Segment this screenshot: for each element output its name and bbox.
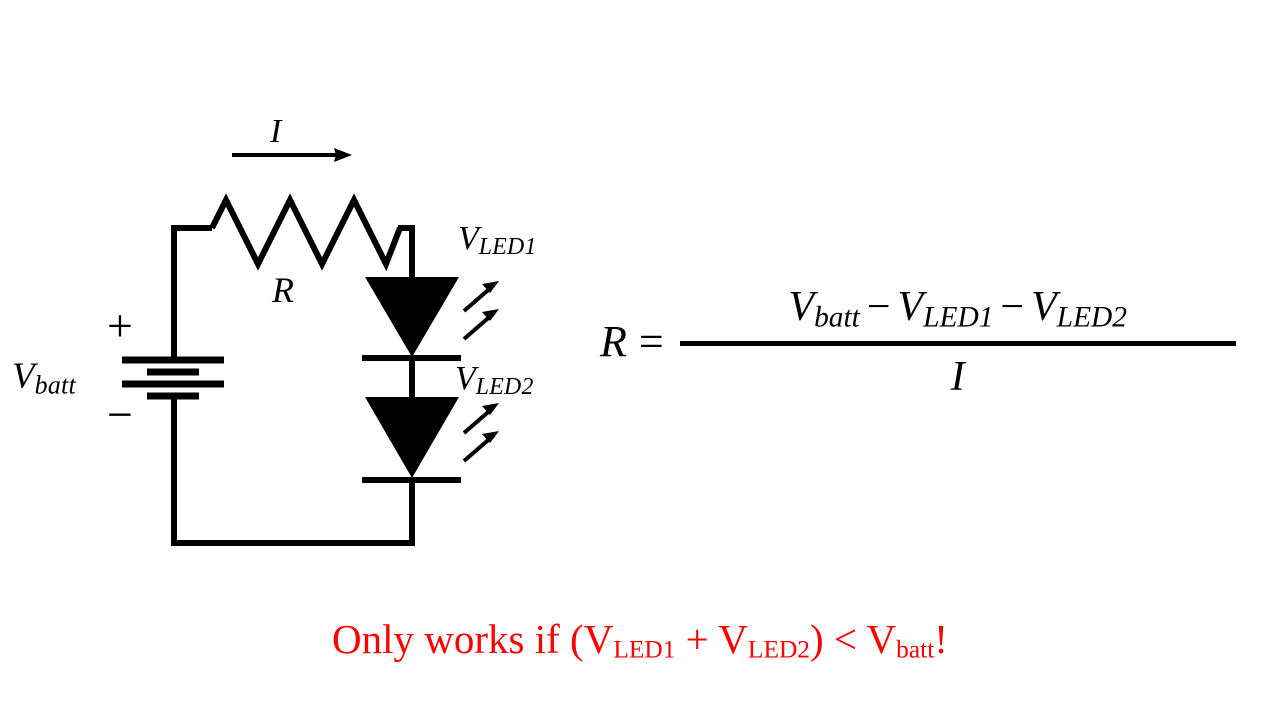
label-resistor-r: R bbox=[272, 270, 294, 310]
battery bbox=[122, 356, 224, 400]
led-1-light-arrows bbox=[462, 281, 499, 341]
equation-denominator: I bbox=[950, 353, 965, 400]
led-2 bbox=[362, 397, 499, 483]
current-direction-arrow bbox=[232, 148, 352, 162]
label-v-led2: VLED2 bbox=[455, 360, 534, 401]
label-v-batt: Vbatt bbox=[12, 356, 76, 400]
fraction-bar bbox=[679, 340, 1236, 346]
led-2-light-arrows bbox=[462, 403, 499, 463]
condition-caption: Only works if (VLED1 + VLED2) < Vbatt! bbox=[332, 616, 948, 664]
equation-numerator: Vbatt−VLED1−VLED2 bbox=[788, 284, 1127, 334]
equals-sign: = bbox=[638, 316, 664, 366]
label-current-i: I bbox=[270, 113, 282, 150]
led-1 bbox=[362, 277, 499, 361]
equation-fraction: Vbatt−VLED1−VLED2 I bbox=[679, 284, 1236, 400]
battery-negative-terminal-sign: − bbox=[107, 389, 133, 440]
label-v-led1: VLED1 bbox=[458, 220, 537, 261]
battery-positive-terminal-sign: + bbox=[107, 300, 133, 351]
resistor-value-equation: R = Vbatt−VLED1−VLED2 I bbox=[600, 286, 1236, 398]
equation-lhs: R bbox=[600, 316, 627, 366]
resistor bbox=[209, 193, 403, 272]
